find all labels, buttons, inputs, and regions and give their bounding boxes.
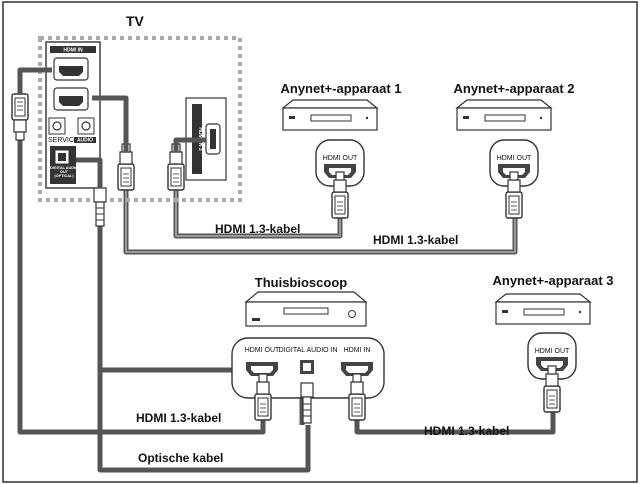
hometheater-optical-plug bbox=[300, 382, 314, 398]
anynet1-label: Anynet+-apparaat 1 bbox=[280, 81, 401, 96]
anynet1-port-label: HDMI OUT bbox=[323, 155, 358, 162]
optical-cable-route bbox=[97, 255, 311, 473]
hometheater-digital-in-label: DIGITAL AUDIO IN bbox=[278, 347, 337, 354]
tv-hdmi-in-label: HDMI IN bbox=[63, 48, 83, 54]
hometheater-hdmi-out-label: HDMI OUT bbox=[245, 347, 280, 354]
anynet1-device bbox=[282, 99, 378, 131]
hometheater-device bbox=[244, 291, 368, 327]
tv-optical-plug bbox=[93, 187, 107, 203]
anynet2-label: Anynet+-apparaat 2 bbox=[453, 81, 574, 96]
tv-audio-label: AUDIO bbox=[77, 138, 93, 144]
anynet2-port-label: HDMI OUT bbox=[497, 155, 532, 162]
tv-outline bbox=[38, 36, 242, 202]
anynet3-label: Anynet+-apparaat 3 bbox=[492, 273, 613, 288]
cable-label-tv-anynet2: HDMI 1.3-kabel bbox=[373, 233, 458, 247]
anynet3-device bbox=[495, 293, 591, 325]
cable-label-tv-hometheater: HDMI 1.3-kabel bbox=[136, 411, 221, 425]
hometheater-hdmi-in-label: HDMI IN bbox=[344, 347, 371, 354]
hometheater-label: Thuisbioscoop bbox=[255, 275, 348, 290]
tv-hdmi-plug-a bbox=[11, 93, 29, 141]
cable-label-optical: Optische kabel bbox=[138, 451, 223, 465]
tv-label: TV bbox=[126, 13, 145, 29]
cable-label-tv-anynet1: HDMI 1.3-kabel bbox=[215, 222, 300, 236]
tv-digital-out-label: DIGITAL AUDIO OUT (OPTICAL) bbox=[50, 166, 78, 178]
tv-service-label: SERVICE bbox=[48, 137, 79, 144]
anynet3-port-label: HDMI OUT bbox=[535, 348, 570, 355]
cable-label-hometheater-anynet3: HDMI 1.3-kabel bbox=[424, 424, 509, 438]
anynet2-device bbox=[456, 99, 552, 131]
